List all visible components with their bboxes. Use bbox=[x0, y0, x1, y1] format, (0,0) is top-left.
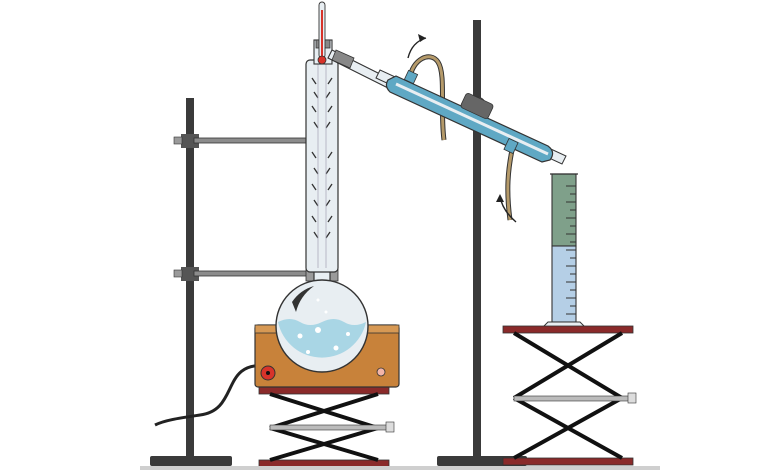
left-lower-boss bbox=[181, 267, 199, 281]
bubble-5 bbox=[346, 332, 350, 336]
lab-jack-left-screw bbox=[269, 424, 389, 431]
thermometer-bulb bbox=[317, 55, 327, 65]
water-out-arrow bbox=[407, 34, 427, 59]
column-tube bbox=[305, 59, 339, 273]
left-upper-clamp-screw bbox=[173, 136, 183, 145]
water-in-arrow-head bbox=[496, 194, 504, 202]
hot-plate-indicator bbox=[376, 367, 386, 377]
left-stand bbox=[150, 98, 339, 466]
thermometer-mercury bbox=[321, 10, 323, 58]
lab-jack-left-top bbox=[258, 386, 390, 395]
left-upper-clamp-arm bbox=[193, 137, 311, 144]
bubble-3 bbox=[333, 345, 339, 351]
left-lower-clamp-arm bbox=[193, 270, 309, 277]
lab-jack-right bbox=[502, 325, 637, 466]
water-out-arrow-line bbox=[407, 37, 427, 59]
water-out-arrow-head bbox=[418, 34, 426, 42]
round-bottom-flask bbox=[275, 269, 369, 373]
condenser-outlet-nozzle bbox=[403, 69, 419, 85]
power-cable bbox=[154, 364, 269, 427]
bubble-7 bbox=[316, 298, 320, 302]
water-in-arrow bbox=[496, 194, 517, 223]
bubble-2 bbox=[315, 327, 321, 333]
lab-jack-left bbox=[258, 386, 395, 468]
flask-glare bbox=[292, 286, 314, 312]
lab-jack-right-bottom bbox=[502, 457, 634, 466]
cylinder-liquid bbox=[551, 245, 577, 323]
column-indentations bbox=[311, 77, 333, 239]
lab-jack-right-knob bbox=[627, 392, 637, 404]
graduated-cylinder bbox=[540, 173, 588, 329]
lab-jack-right-scissor bbox=[512, 331, 624, 460]
condenser-clamp bbox=[460, 92, 494, 120]
lab-jack-right-screw bbox=[513, 395, 631, 402]
left-stand-base bbox=[150, 456, 232, 466]
side-arm-joint bbox=[331, 49, 355, 69]
thermometer bbox=[317, 1, 327, 65]
bubble-6 bbox=[324, 310, 328, 314]
hot-plate-knob-center bbox=[266, 371, 270, 375]
flask-liquid bbox=[278, 319, 366, 358]
bubble-4 bbox=[306, 350, 310, 354]
lab-jack-left-knob bbox=[385, 421, 395, 433]
water-in-tube-fill bbox=[506, 149, 514, 221]
left-lower-clamp-screw bbox=[173, 269, 183, 278]
cylinder-graduations bbox=[566, 185, 576, 315]
right-stand-rod bbox=[473, 20, 481, 458]
condenser-core bbox=[395, 82, 549, 156]
lab-jack-right-top bbox=[502, 325, 634, 334]
bubble-1 bbox=[297, 333, 303, 339]
condenser-inlet-nozzle bbox=[503, 137, 519, 155]
lab-jack-left-bottom bbox=[258, 459, 390, 468]
left-upper-boss bbox=[181, 134, 199, 148]
fractionating-column bbox=[305, 59, 339, 273]
bench-surface bbox=[140, 466, 660, 470]
lab-jack-left-scissor bbox=[269, 392, 379, 462]
liebig-condenser bbox=[375, 69, 567, 165]
